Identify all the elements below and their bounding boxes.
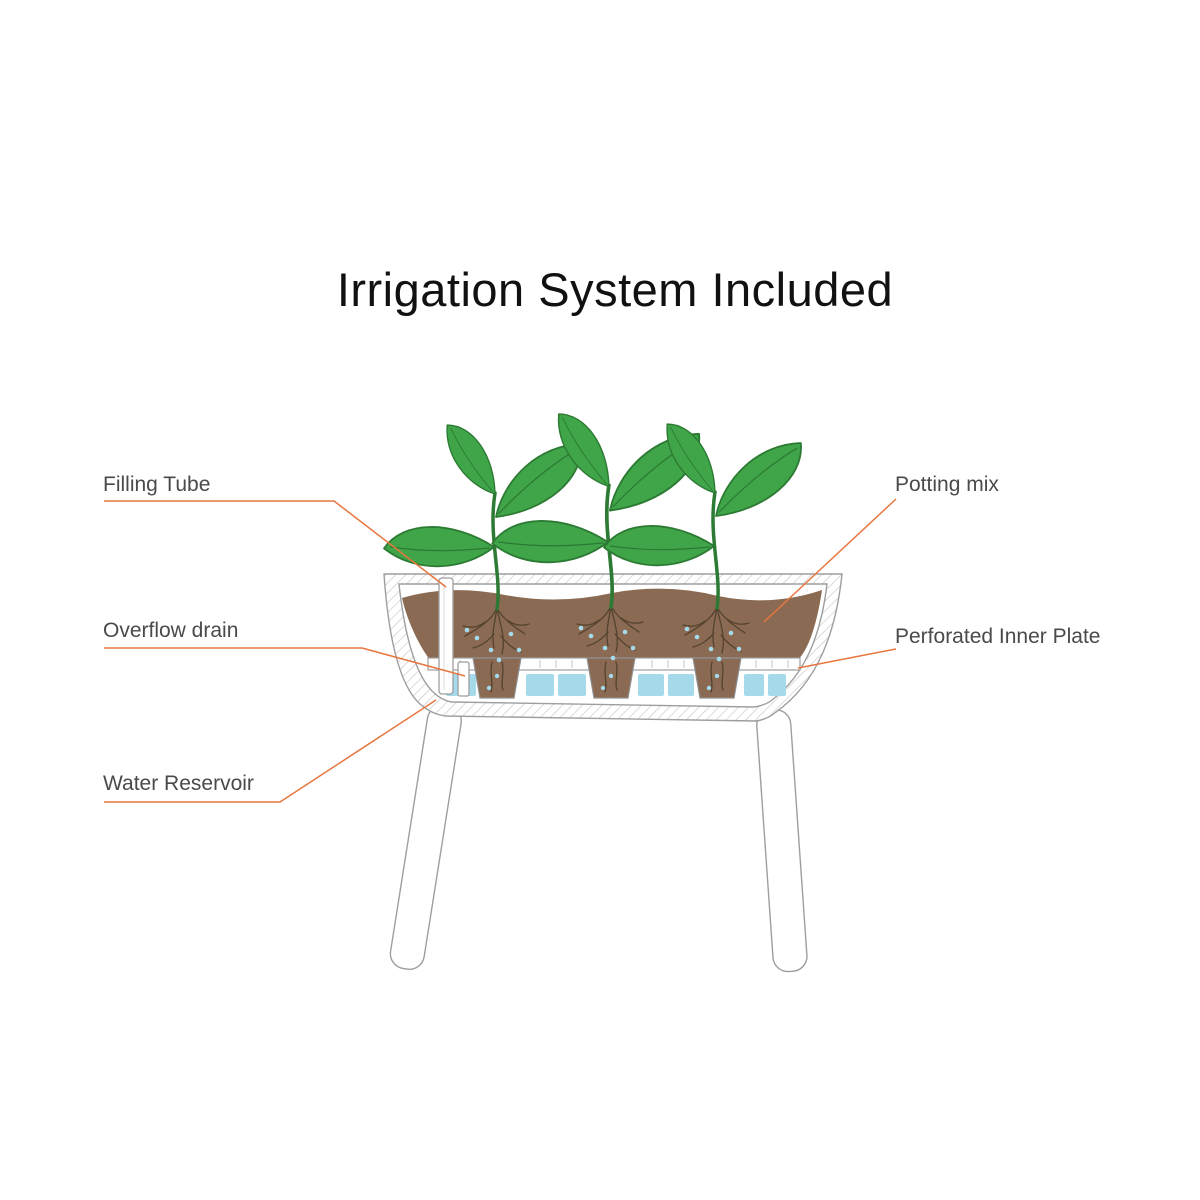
right-leg <box>756 709 808 973</box>
callout-filling-tube-label: Filling Tube <box>103 473 211 496</box>
overflow-drain-line <box>104 647 466 677</box>
root-cups <box>472 657 742 699</box>
callout-lines <box>104 498 897 803</box>
page-title: Irrigation System Included <box>336 263 894 316</box>
planter-body <box>383 573 843 722</box>
left-leg <box>389 704 462 970</box>
planter-legs <box>389 704 808 973</box>
callout-overflow-drain-label: Overflow drain <box>103 619 239 642</box>
water-reservoir-line <box>104 699 437 803</box>
potting-mix-line <box>763 498 897 623</box>
filling-tube-line <box>104 500 447 588</box>
callout-potting-mix-label: Potting mix <box>895 473 999 496</box>
callout-perforated-inner-plate-label: Perforated Inner Plate <box>895 625 1101 648</box>
overflow-drain-graphic <box>457 661 470 697</box>
perforated-plate-line <box>797 648 897 669</box>
filling-tube-graphic <box>438 577 454 695</box>
callout-water-reservoir-label: Water Reservoir <box>103 772 254 795</box>
